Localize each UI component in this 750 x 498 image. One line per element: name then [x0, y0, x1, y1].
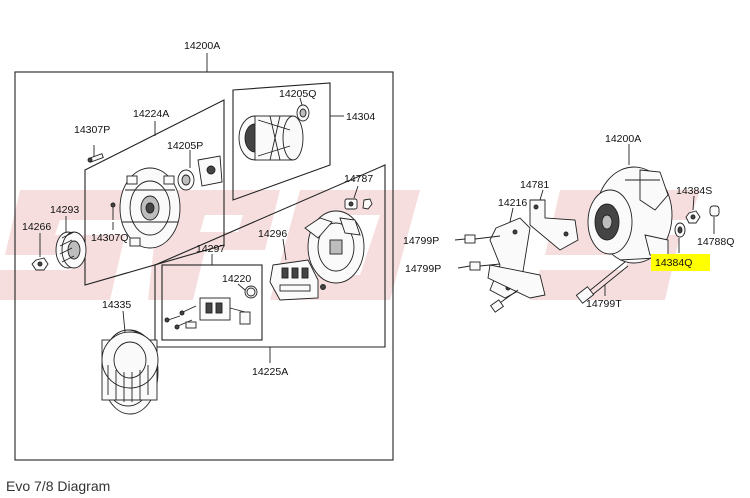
label-14200A-right: 14200A: [605, 133, 641, 145]
label-14799T: 14799T: [586, 298, 622, 310]
label-14307Q: 14307Q: [91, 232, 128, 244]
part-14335-stator: [101, 329, 159, 415]
label-14799P-1: 14799P: [403, 235, 439, 247]
label-14297: 14297: [196, 243, 225, 255]
part-front-housing: [119, 167, 181, 249]
label-14266: 14266: [22, 221, 51, 233]
part-14384Q-washer: [674, 222, 686, 238]
part-14384S-nut: [685, 210, 701, 224]
highlight-14384Q: [651, 254, 710, 271]
label-14781: 14781: [520, 179, 549, 191]
part-brace-bolt: [489, 289, 519, 313]
part-14307P-bolt: [87, 145, 104, 163]
part-rear-housing: [304, 210, 365, 284]
diagram-caption: Evo 7/8 Diagram: [6, 478, 111, 494]
part-14307Q-screw: [110, 202, 116, 220]
part-14266-nut: [31, 257, 49, 271]
part-14200A-alternator: [587, 166, 673, 264]
label-14205Q: 14205Q: [279, 88, 316, 100]
part-14304-rotor: [238, 115, 304, 161]
label-14304: 14304: [346, 111, 375, 123]
subassembly-box-14304: [232, 82, 331, 201]
part-14205P-bearing: [177, 155, 223, 191]
assembly-box-14200A: [14, 71, 394, 461]
part-link-plate: [487, 264, 546, 299]
label-14307P: 14307P: [74, 124, 110, 136]
part-14787-bushing: [344, 198, 373, 210]
label-14799P-2: 14799P: [405, 263, 441, 275]
label-14384Q: 14384Q: [655, 257, 692, 269]
part-14799T-long-bolt: [575, 261, 629, 304]
subassembly-box-14225A: [154, 164, 386, 348]
label-14224A: 14224A: [133, 108, 169, 120]
label-14220: 14220: [222, 273, 251, 285]
label-14788Q: 14788Q: [697, 236, 734, 248]
part-14293-pulley: [55, 231, 87, 269]
part-14781-bracket: [529, 199, 579, 251]
label-14384S: 14384S: [676, 185, 712, 197]
part-14296-rectifier: [269, 259, 326, 301]
part-14205Q-bearing: [296, 104, 310, 122]
label-14787: 14787: [344, 173, 373, 185]
part-14788Q-cap: [709, 205, 720, 217]
label-14216: 14216: [498, 197, 527, 209]
label-14205P: 14205P: [167, 140, 203, 152]
part-14297-screws: [164, 305, 197, 330]
part-14220-brush-holder: [199, 285, 258, 325]
label-14225A: 14225A: [252, 366, 288, 378]
label-14335: 14335: [102, 299, 131, 311]
label-14296: 14296: [258, 228, 287, 240]
label-14200A-left: 14200A: [184, 40, 220, 52]
label-14293: 14293: [50, 204, 79, 216]
